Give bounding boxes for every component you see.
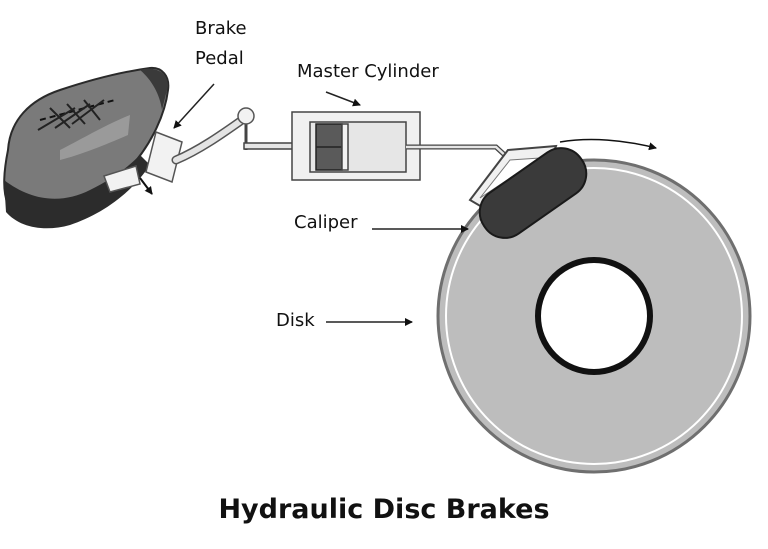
label-brake-pedal-line1: Brake: [195, 18, 247, 39]
label-master-cylinder: Master Cylinder: [297, 61, 439, 82]
shoe-icon: [3, 66, 170, 229]
label-disk: Disk: [276, 310, 315, 331]
leader-lines: [173, 83, 469, 326]
label-caliper: Caliper: [294, 212, 358, 233]
brake-disk-icon: [436, 158, 752, 474]
diagram-title: Hydraulic Disc Brakes: [218, 494, 550, 525]
pedal-icon: [103, 107, 255, 195]
master-cylinder-icon: [243, 111, 510, 181]
label-brake-pedal-line2: Pedal: [195, 48, 244, 69]
caliper-icon: [468, 138, 657, 239]
